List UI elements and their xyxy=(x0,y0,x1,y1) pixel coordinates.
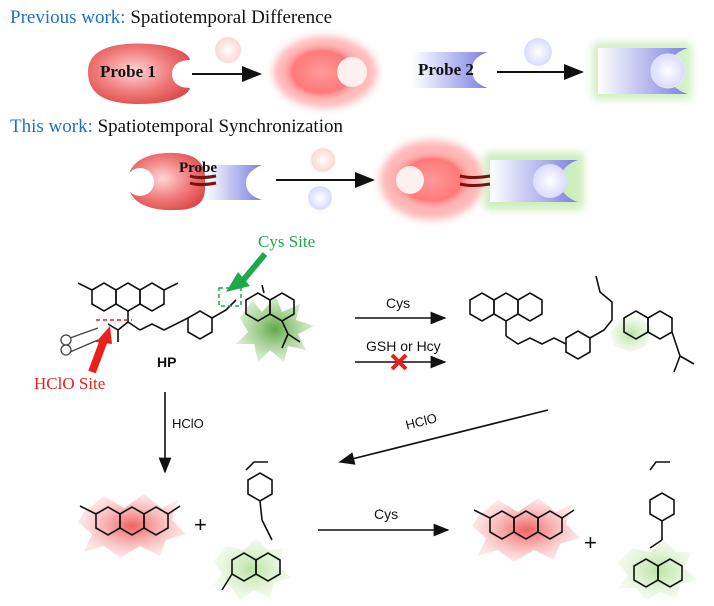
this-work-heading: This work: Spatiotemporal Synchronizatio… xyxy=(10,116,343,138)
previous-work-heading: Previous work: Spatiotemporal Difference xyxy=(10,7,332,29)
blocked-x-icon xyxy=(390,353,408,371)
hclo-site-arrow xyxy=(88,326,112,374)
methylene-blue-product-2 xyxy=(472,498,580,562)
cys-top-label: Cys xyxy=(386,295,411,311)
cys-bottom-label: Cys xyxy=(374,506,399,522)
methylene-blue-product xyxy=(78,494,186,558)
arrow-hclo-diagonal xyxy=(338,409,549,465)
probe-label: Probe xyxy=(179,160,218,176)
gsh-hcy-label: GSH or Hcy xyxy=(366,338,441,354)
previous-work-lead: Previous work: xyxy=(10,7,126,28)
hp-molecule xyxy=(77,282,314,362)
hp-label: HP xyxy=(157,354,177,370)
plus-sign-2: + xyxy=(584,530,597,555)
cys-coumarin-product xyxy=(618,461,698,600)
probe1-analyte-ball xyxy=(215,37,241,63)
coumarin-intermediate xyxy=(212,461,292,600)
cys-site-arrow xyxy=(226,252,268,292)
cys-site-label: Cys Site xyxy=(258,232,316,251)
scissors-icon xyxy=(60,327,99,356)
probe2-label: Probe 2 xyxy=(418,60,474,79)
hclo-left-label: HClO xyxy=(172,416,204,431)
probe1-shape xyxy=(88,43,190,104)
probe2-analyte-ball xyxy=(524,38,552,66)
dual-probe-shape xyxy=(126,152,262,211)
analyte-ball-blue xyxy=(308,186,332,210)
previous-work-title: Spatiotemporal Difference xyxy=(130,7,333,28)
analyte-ball-red xyxy=(311,148,335,172)
probe2-shape xyxy=(413,52,488,88)
probe1-glowing-shape xyxy=(273,36,377,108)
probe2-glowing-shape xyxy=(592,42,692,100)
this-work-lead: This work: xyxy=(10,116,93,137)
this-work-title: Spatiotemporal Synchronization xyxy=(97,116,343,137)
hclo-site-label: HClO Site xyxy=(34,374,106,393)
plus-sign-1: + xyxy=(194,512,207,537)
dual-probe-glowing-shape xyxy=(380,140,584,220)
probe1-label: Probe 1 xyxy=(100,62,156,81)
cys-adduct-molecule xyxy=(469,275,695,373)
